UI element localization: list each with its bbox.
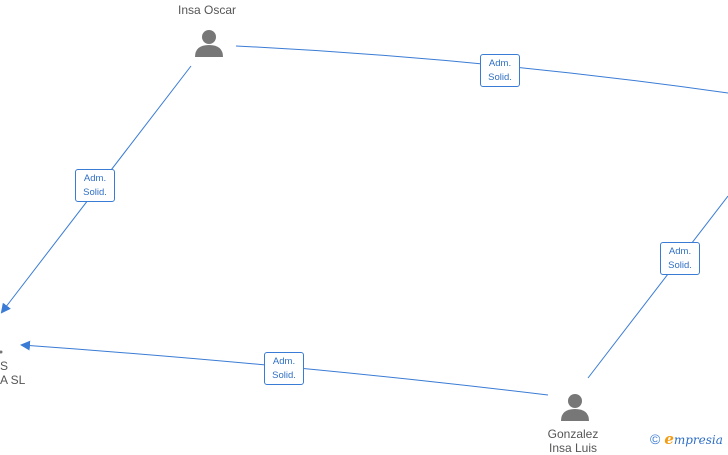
brand-logo: empresia bbox=[664, 430, 723, 448]
edge-label-line: Adm. bbox=[488, 58, 512, 69]
edge-label-line: Solid. bbox=[83, 187, 107, 198]
edge-label-line: Adm. bbox=[272, 356, 296, 367]
edge-label-right-bottom[interactable]: Adm. Solid. bbox=[660, 242, 700, 275]
edge-label-top-company[interactable]: Adm. Solid. bbox=[75, 169, 115, 202]
edge-label-line: Solid. bbox=[272, 370, 296, 381]
node-label-line: Gonzalez bbox=[547, 427, 599, 441]
edge-label-line: Adm. bbox=[83, 173, 107, 184]
edge-label-bottom-company[interactable]: Adm. Solid. bbox=[264, 352, 304, 385]
node-label-line: Insa Luis bbox=[548, 441, 598, 455]
node-label-line: S bbox=[0, 359, 9, 373]
person-icon[interactable] bbox=[194, 28, 224, 58]
edge-label-line: Solid. bbox=[488, 72, 512, 83]
node-label-line: A SL bbox=[0, 373, 26, 387]
edge-line-right-bottom bbox=[587, 195, 728, 379]
empresia-watermark: © empresia bbox=[650, 429, 723, 449]
person-icon[interactable] bbox=[560, 392, 590, 422]
node-label-company[interactable]: S A SL bbox=[0, 359, 25, 387]
company-node-dot bbox=[0, 350, 3, 354]
edge-label-line: Adm. bbox=[668, 246, 692, 257]
copyright-icon: © bbox=[650, 431, 661, 447]
node-label-bottom-person[interactable]: Gonzalez Insa Luis bbox=[538, 427, 608, 455]
edge-label-top-right[interactable]: Adm. Solid. bbox=[480, 54, 520, 87]
node-label-top-person[interactable]: Insa Oscar bbox=[177, 3, 237, 17]
edge-label-line: Solid. bbox=[668, 260, 692, 271]
